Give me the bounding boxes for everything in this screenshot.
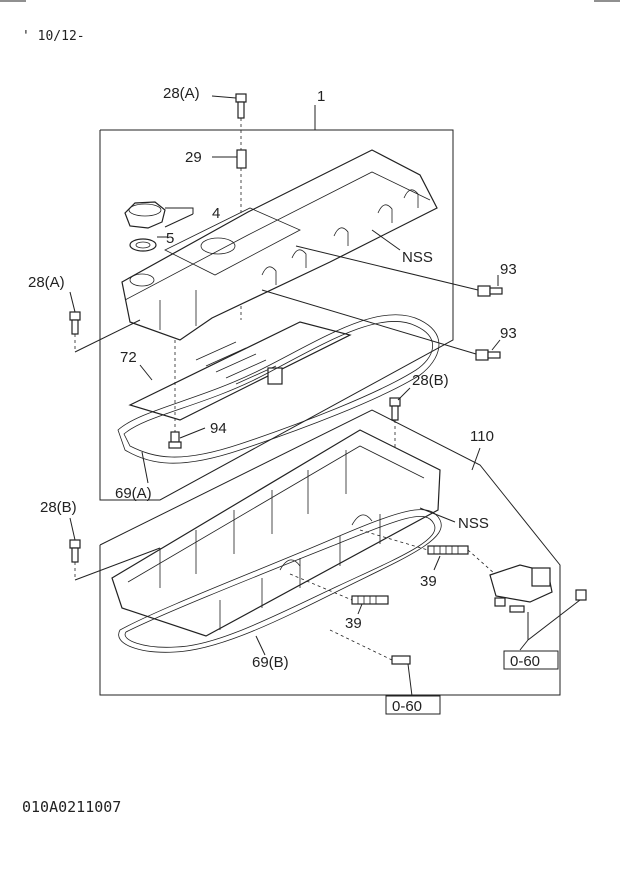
callout-93-upper: 93 xyxy=(500,261,517,278)
carrier-gasket-69b xyxy=(118,509,442,653)
cover-gasket-69a xyxy=(117,314,440,464)
leader-69b xyxy=(255,635,266,656)
leader-94 xyxy=(179,427,206,439)
leader-69a xyxy=(141,451,149,484)
drawing-code: 010A0211007 xyxy=(22,798,121,816)
callout-28b-left: 28(B) xyxy=(40,499,77,516)
leader-28b-left-b xyxy=(74,547,161,581)
bolt-ref-bottom xyxy=(391,655,411,665)
callout-4: 4 xyxy=(212,205,220,222)
callout-28a-top: 28(A) xyxy=(163,85,200,102)
axis-39-right-b xyxy=(467,549,496,575)
bolt-93-upper xyxy=(477,285,503,297)
leader-ref-bottom xyxy=(407,663,413,697)
axis-ref-bottom xyxy=(329,629,393,661)
leader-28a-top xyxy=(211,95,237,99)
callout-5: 5 xyxy=(166,230,174,247)
callout-1: 1 xyxy=(317,88,325,105)
ref-label-bottom: 0-60 xyxy=(392,698,422,715)
stud-39-right xyxy=(427,545,469,555)
leader-93-upper xyxy=(295,245,479,291)
leader-93-lower-b xyxy=(491,339,501,351)
leader-28a-left xyxy=(69,291,76,313)
bolt-28b-right xyxy=(389,397,401,421)
callout-69b: 69(B) xyxy=(252,654,289,671)
sensor-bracket-assembly xyxy=(489,564,587,613)
seal-ring-5 xyxy=(129,238,157,252)
leader-39-right xyxy=(433,555,441,571)
leader-ref-right-b xyxy=(519,639,529,651)
stud-39-left xyxy=(351,595,389,605)
callout-93-lower: 93 xyxy=(500,325,517,342)
oil-filler-cap-4 xyxy=(124,201,166,229)
leader-72 xyxy=(139,364,153,381)
carrier-group-frame xyxy=(99,409,561,696)
baffle-plate-72 xyxy=(128,321,352,421)
leader-4 xyxy=(165,207,194,214)
ref-box-right xyxy=(503,650,559,670)
callout-94: 94 xyxy=(210,420,227,437)
callout-39-right: 39 xyxy=(420,573,437,590)
stud-29 xyxy=(236,149,247,169)
leader-110 xyxy=(471,447,481,471)
callout-28b-right: 28(B) xyxy=(412,372,449,389)
leader-nss-upper xyxy=(371,229,401,251)
callout-72: 72 xyxy=(120,349,137,366)
leader-28b-left xyxy=(69,517,76,541)
ref-label-right: 0-60 xyxy=(510,653,540,670)
cylinder-head-cover xyxy=(121,149,438,341)
bolt-28a-top xyxy=(235,93,247,119)
cam-carrier-housing xyxy=(111,429,441,637)
revision-label: ' 10/12- xyxy=(22,29,85,44)
ref-box-bottom xyxy=(385,695,441,715)
leader-ref-right-c xyxy=(527,599,581,641)
leader-28a-left-b xyxy=(74,319,141,353)
axis-39-left xyxy=(289,573,353,601)
bolt-28a-left xyxy=(69,311,81,335)
callout-nss-upper: NSS xyxy=(402,249,433,266)
callout-nss-lower: NSS xyxy=(458,515,489,532)
bolt-93-lower xyxy=(475,349,501,361)
leader-4b xyxy=(164,213,194,228)
bolt-28b-left xyxy=(69,539,81,563)
callout-69a: 69(A) xyxy=(115,485,152,502)
leader-28b-right xyxy=(397,387,411,401)
leader-39-left xyxy=(357,603,363,615)
callout-29: 29 xyxy=(185,149,202,166)
callout-28a-left: 28(A) xyxy=(28,274,65,291)
leader-93-lower xyxy=(261,289,477,355)
callout-110: 110 xyxy=(470,428,494,445)
callout-39-left: 39 xyxy=(345,615,362,632)
screw-94 xyxy=(168,431,182,449)
